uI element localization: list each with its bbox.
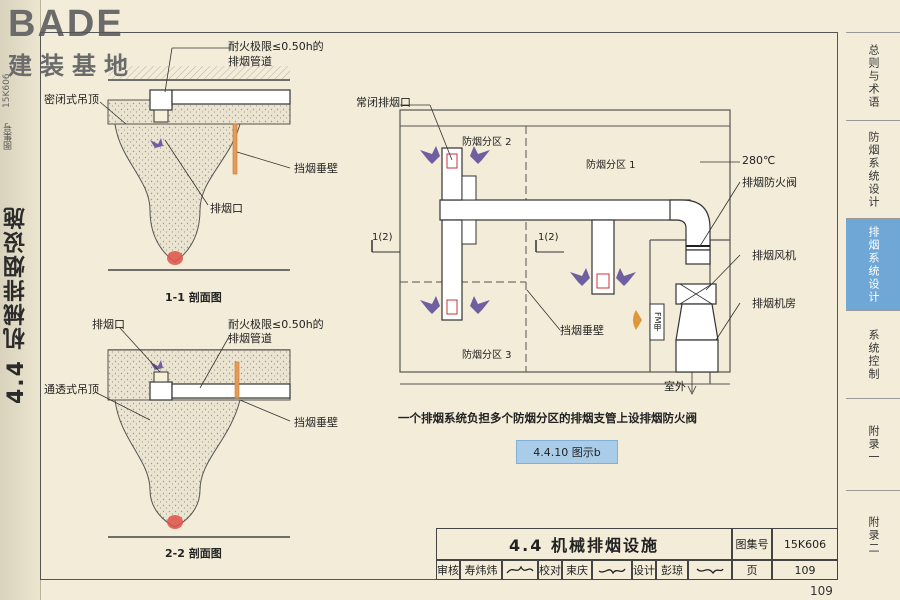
s1-wall-label: 挡烟垂壁 <box>294 162 338 175</box>
s2-ceiling-label: 通透式吊顶 <box>44 383 99 396</box>
tb-page-label: 页 <box>732 560 772 580</box>
tb-check-label: 校对 <box>538 560 562 580</box>
plan-section-mark-mid: 1(2) <box>538 232 559 243</box>
s1-caption: 1-1 剖面图 <box>165 291 222 304</box>
s1-duct-label-2: 排烟管道 <box>228 55 272 68</box>
tab-smoke-control[interactable]: 防烟系统设计 <box>846 120 900 218</box>
tb-atlas-value: 15K606 <box>772 528 838 560</box>
signature-mark <box>598 568 626 575</box>
title-block: 4.4 机械排烟设施 图集号 15K606 审核 寿炜炜 校对 束庆 设计 彭琼… <box>436 528 838 580</box>
tb-review-signature <box>502 560 538 580</box>
tb-design-signature <box>688 560 732 580</box>
plan-damper-label: 排烟防火阀 <box>742 176 797 189</box>
plan-normally-closed-label: 常闭排烟口 <box>356 96 411 109</box>
logo-brand: BADE <box>8 3 124 45</box>
s2-duct-label-2: 排烟管道 <box>228 332 272 345</box>
s2-duct-label: 耐火极限≤0.50h的 <box>228 318 324 331</box>
plan-zone-1: 防烟分区 1 <box>586 160 636 171</box>
tb-review-name: 寿炜炜 <box>460 560 502 580</box>
tab-label: 排烟系统设计 <box>867 225 880 304</box>
plan-zone-3: 防烟分区 3 <box>462 350 512 361</box>
figure-caption: 一个排烟系统负担多个防烟分区的排烟支管上设排烟防火阀 <box>398 411 697 425</box>
plan-drawing <box>371 104 741 395</box>
figure-badge: 4.4.10 图示b <box>516 440 618 464</box>
s2-wall-label: 挡烟垂壁 <box>294 416 338 429</box>
plan-temp-label: 280℃ <box>742 154 776 167</box>
plan-room-label: 排烟机房 <box>752 297 796 310</box>
plan-fan-label: 排烟风机 <box>752 249 796 262</box>
tab-appendix-1[interactable]: 附录一 <box>846 398 900 490</box>
signature-mark <box>696 568 724 575</box>
tab-label: 附录二 <box>867 516 880 555</box>
tab-label: 总则与术语 <box>867 44 880 109</box>
s1-outlet-label: 排烟口 <box>210 202 243 215</box>
tb-design-label: 设计 <box>632 560 656 580</box>
tb-atlas-label: 图集号 <box>732 528 772 560</box>
s2-caption: 2-2 剖面图 <box>165 547 222 560</box>
page-number: 109 <box>810 584 833 598</box>
plan-zone-2: 防烟分区 2 <box>462 137 512 148</box>
tb-design-name: 彭琼 <box>656 560 688 580</box>
tb-check-name: 束庆 <box>562 560 592 580</box>
tb-check-signature <box>592 560 632 580</box>
s1-duct-label: 耐火极限≤0.50h的 <box>228 40 324 53</box>
section-2-2 <box>94 327 291 538</box>
plan-section-mark-left: 1(2) <box>372 232 393 243</box>
tb-title: 4.4 机械排烟设施 <box>436 528 732 560</box>
plan-fm-label: FM甲 <box>653 312 662 332</box>
tab-label: 系统控制 <box>867 328 880 381</box>
s1-ceiling-label: 密闭式吊顶 <box>44 93 99 106</box>
tab-label: 防烟系统设计 <box>867 130 880 209</box>
tb-review-label: 审核 <box>436 560 460 580</box>
signature-mark <box>506 565 534 574</box>
tb-page-value: 109 <box>772 560 838 580</box>
plan-outdoor-label: 室外 <box>664 380 686 393</box>
section-1-1 <box>99 47 291 271</box>
tab-appendix-2[interactable]: 附录二 <box>846 490 900 580</box>
tab-general[interactable]: 总则与术语 <box>846 32 900 120</box>
tab-system-control[interactable]: 系统控制 <box>846 310 900 398</box>
s2-outlet-label: 排烟口 <box>92 318 125 331</box>
tab-smoke-exhaust[interactable]: 排烟系统设计 <box>846 218 900 310</box>
tab-label: 附录一 <box>867 425 880 464</box>
plan-wall-label: 挡烟垂壁 <box>560 324 604 337</box>
